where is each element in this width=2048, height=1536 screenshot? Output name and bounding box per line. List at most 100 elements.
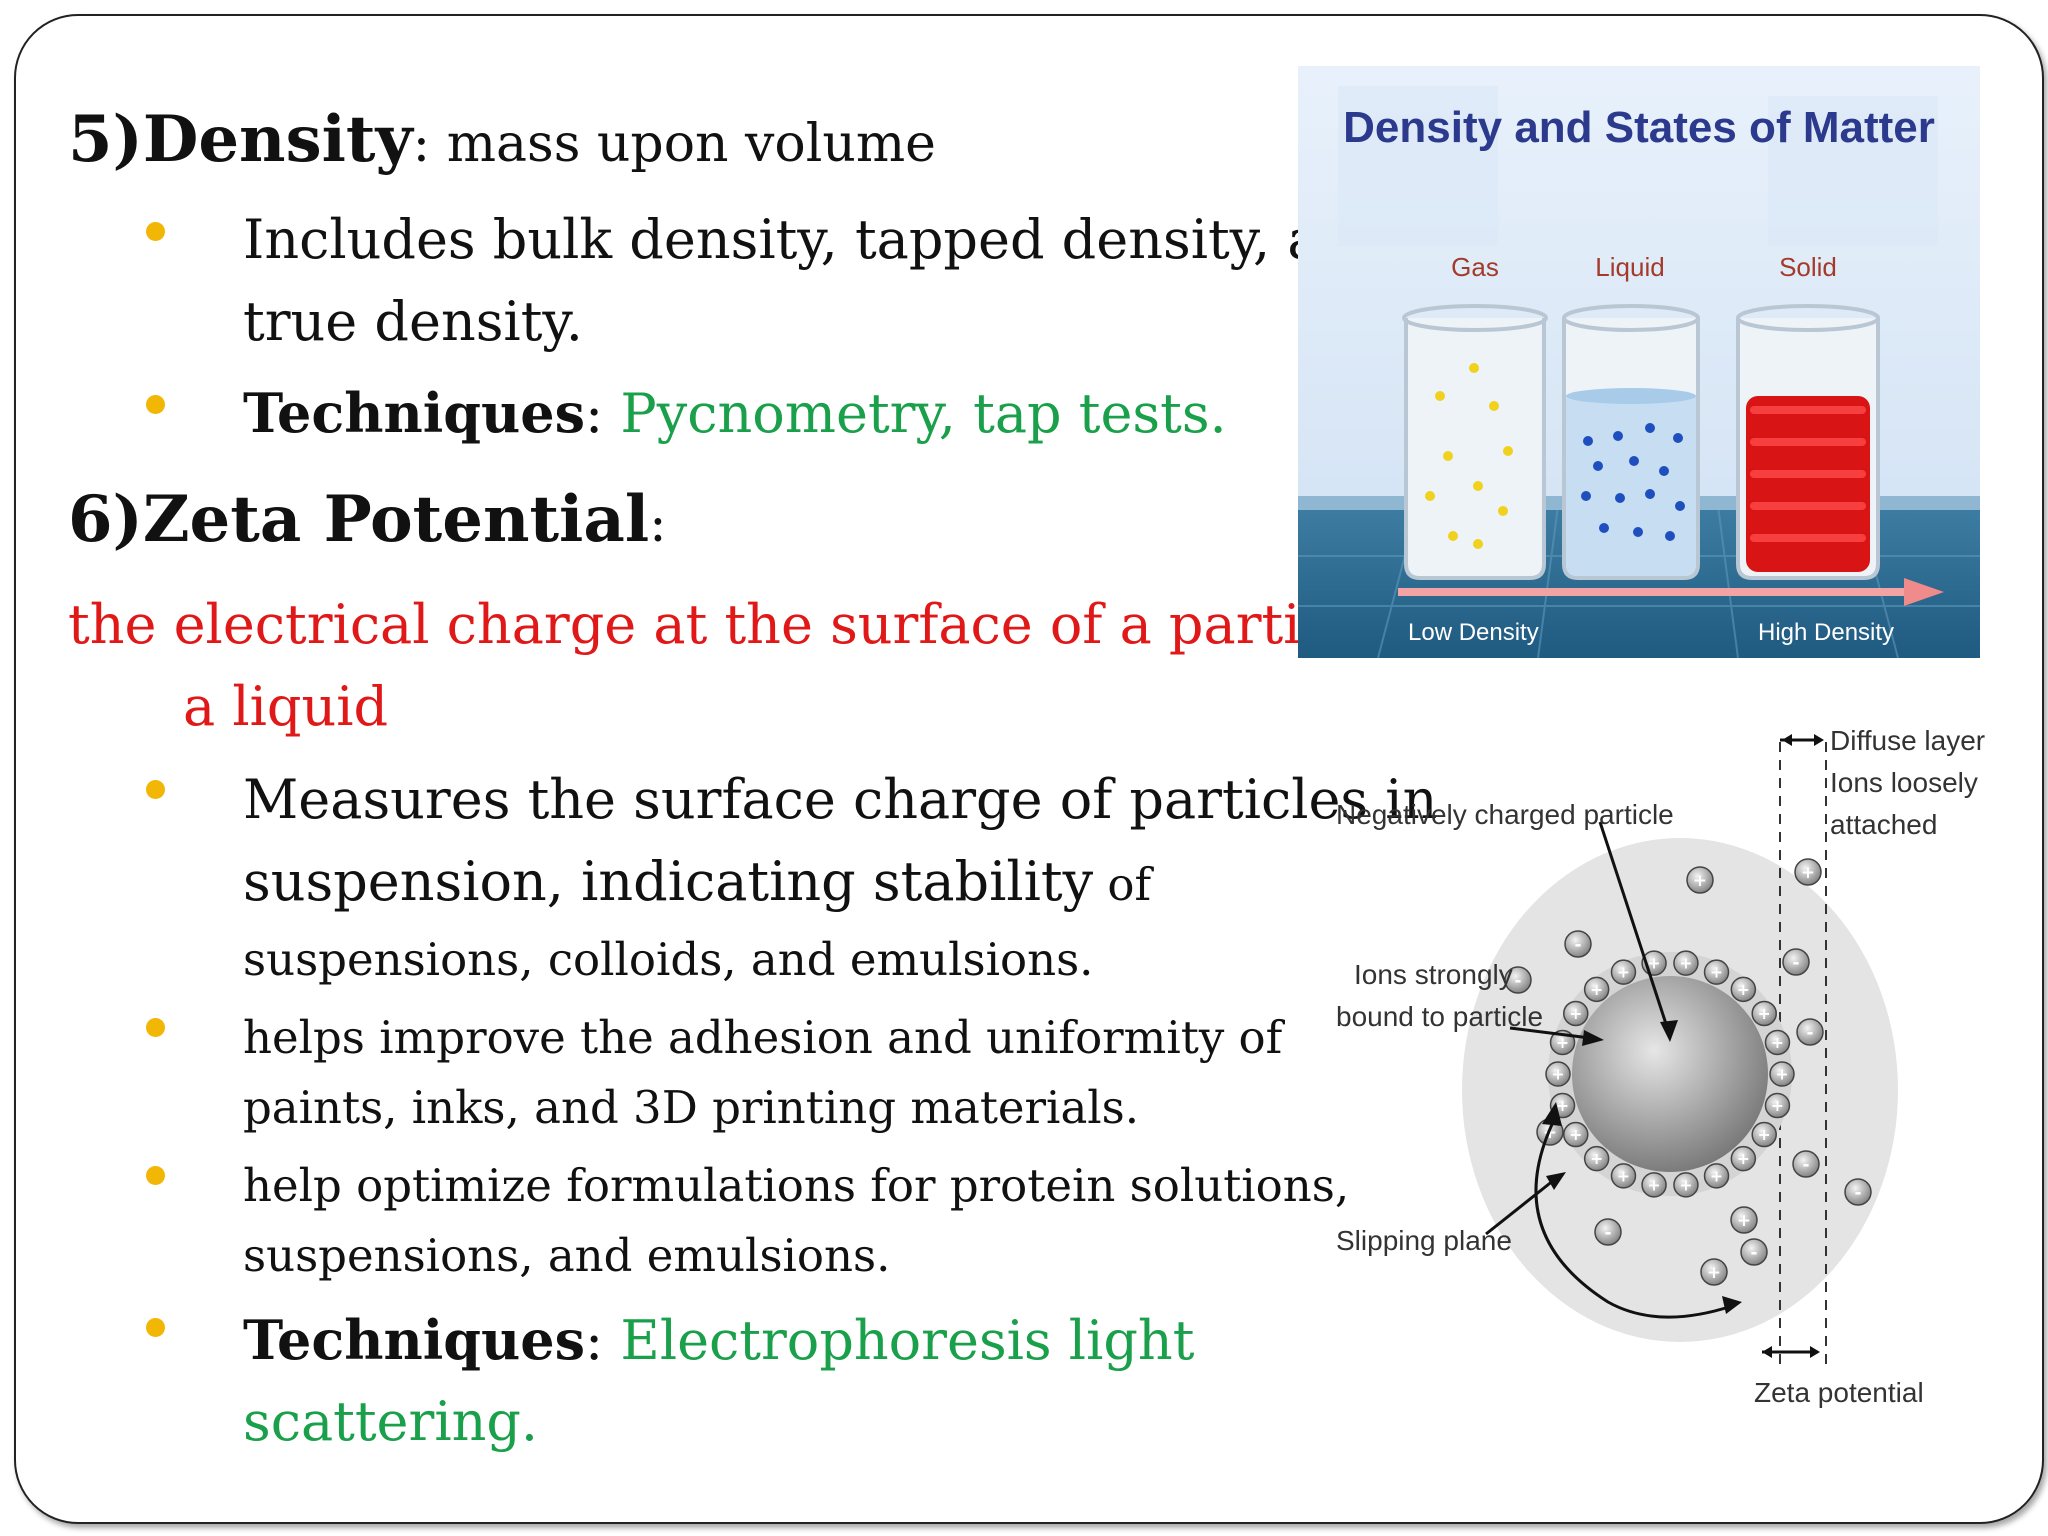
density-heading-definition: : mass upon volume <box>412 114 936 174</box>
positive-ion: + <box>1545 1061 1571 1087</box>
svg-text:-: - <box>1802 1154 1809 1174</box>
negative-ion: - <box>1594 1218 1622 1246</box>
zeta-techniques-colon: : <box>585 1309 621 1372</box>
solid-label: Solid <box>1779 252 1837 282</box>
positive-ion: + <box>1563 1000 1589 1027</box>
negative-ion: - <box>1564 930 1592 958</box>
positive-ion: + <box>1583 976 1610 1003</box>
label-ions-loosely: Ions loosely <box>1830 767 1978 798</box>
svg-text:+: + <box>1590 1150 1603 1168</box>
zeta-potential-diagram: ++++++++++++++++++++++ +--+--+----++ Neg… <box>1336 725 1985 1408</box>
svg-text:+: + <box>1569 1126 1582 1144</box>
density-heading-title: 5)Density <box>68 102 413 177</box>
svg-text:+: + <box>1710 964 1723 982</box>
negative-ion: - <box>1504 966 1532 994</box>
svg-text:+: + <box>1758 1005 1771 1023</box>
negative-ion: - <box>1796 1018 1824 1046</box>
zeta-definition-line1: the electrical charge at the surface of … <box>68 593 1450 656</box>
svg-text:-: - <box>1574 934 1581 954</box>
positive-ion: + <box>1563 1121 1589 1148</box>
positive-ion: + <box>1751 1121 1777 1148</box>
positive-ion: + <box>1641 950 1667 976</box>
svg-text:-: - <box>1514 970 1521 990</box>
label-negatively-charged: Negatively charged particle <box>1336 799 1674 830</box>
svg-text:+: + <box>1679 955 1692 973</box>
positive-ion: + <box>1730 976 1757 1003</box>
zeta-bullet3-line2: suspensions, and emulsions. <box>243 1229 891 1282</box>
positive-ion: + <box>1794 858 1822 886</box>
positive-ion: + <box>1610 959 1637 985</box>
svg-text:+: + <box>1556 1034 1569 1052</box>
density-states-image: Density and States of Matter Gas Liquid … <box>1298 66 1980 658</box>
zeta-heading: 6)Zeta Potential: <box>68 488 667 552</box>
negative-ion: - <box>1740 1238 1768 1266</box>
svg-text:-: - <box>1806 1022 1813 1042</box>
label-attached: attached <box>1830 809 1937 840</box>
svg-text:-: - <box>1604 1222 1611 1242</box>
svg-text:-: - <box>1854 1182 1861 1202</box>
negative-ion: - <box>1782 948 1810 976</box>
zeta-bullet1-line3: suspensions, colloids, and emulsions. <box>243 933 1094 986</box>
positive-ion: + <box>1673 950 1699 976</box>
positive-ion: + <box>1703 959 1730 985</box>
zeta-bullet1-line2: suspension, indicating stability of <box>243 855 1151 909</box>
liquid-label: Liquid <box>1595 252 1664 282</box>
bullet-dot <box>146 1318 165 1337</box>
positive-ion: + <box>1730 1145 1757 1172</box>
zeta-heading-colon: : <box>649 494 667 554</box>
pointer-ions-strongly <box>1509 1026 1591 1040</box>
zeta-definition-line2: a liquid <box>183 675 389 738</box>
zeta-bullet2-line1: helps improve the adhesion and uniformit… <box>243 1011 1283 1064</box>
label-diffuse-layer: Diffuse layer <box>1830 725 1985 756</box>
positive-ion: + <box>1751 1000 1777 1027</box>
high-density-label: High Density <box>1758 619 1894 646</box>
svg-text:+: + <box>1707 1262 1721 1282</box>
bullet-dot <box>146 1166 165 1185</box>
positive-ion: + <box>1730 1206 1758 1234</box>
svg-text:+: + <box>1556 1097 1569 1115</box>
positive-ion: + <box>1764 1029 1791 1056</box>
svg-text:+: + <box>1801 862 1815 882</box>
bullet-dot <box>146 1018 165 1037</box>
svg-text:+: + <box>1737 1210 1751 1230</box>
label-ions-strongly-1: Ions strongly <box>1354 959 1513 990</box>
positive-ion: + <box>1700 1258 1728 1286</box>
density-bullet1-line1: Includes bulk density, tapped density, a… <box>243 208 1389 271</box>
svg-text:+: + <box>1758 1126 1771 1144</box>
pointer-slipping-plane <box>1485 1178 1555 1236</box>
zeta-techniques-value-line1: Electrophoresis light <box>620 1309 1195 1372</box>
svg-text:+: + <box>1775 1065 1788 1083</box>
bound-ions: ++++++++++++++++++++++ <box>1545 950 1795 1198</box>
gas-label: Gas <box>1451 252 1499 282</box>
svg-text:-: - <box>1792 952 1799 972</box>
svg-text:+: + <box>1569 1005 1582 1023</box>
svg-text:+: + <box>1710 1167 1723 1185</box>
negative-ion: - <box>1844 1178 1872 1206</box>
bullet-dot <box>146 222 165 241</box>
svg-text:+: + <box>1771 1097 1784 1115</box>
slipping-plane-curve <box>1534 1115 1733 1319</box>
zeta-bullet2-line2: paints, inks, and 3D printing materials. <box>243 1081 1140 1134</box>
positive-ion: + <box>1610 1163 1637 1189</box>
solid-beaker <box>1736 304 1880 580</box>
zeta-techniques-label: Techniques <box>243 1308 586 1372</box>
positive-ion: + <box>1673 1172 1699 1198</box>
pointer-negative-particle <box>1598 821 1670 1031</box>
svg-text:+: + <box>1648 955 1661 973</box>
svg-text:+: + <box>1771 1034 1784 1052</box>
positive-ion: + <box>1641 1172 1667 1198</box>
label-ions-strongly-2: bound to particle <box>1336 1001 1543 1032</box>
zeta-techniques-value-line2: scattering. <box>243 1390 539 1453</box>
svg-text:+: + <box>1737 1150 1750 1168</box>
zeta-bullet1-line1: Measures the surface charge of particles… <box>243 768 1438 831</box>
positive-ion: + <box>1769 1061 1795 1087</box>
bullet-dot <box>146 395 165 414</box>
density-heading: 5)Density: mass upon volume <box>68 108 936 172</box>
positive-ion: + <box>1583 1145 1610 1172</box>
gas-beaker <box>1402 304 1548 580</box>
svg-text:+: + <box>1617 1167 1630 1185</box>
svg-text:+: + <box>1737 981 1750 999</box>
zeta-techniques: Techniques: Electrophoresis light <box>243 1313 1194 1368</box>
svg-text:-: - <box>1750 1242 1757 1262</box>
low-density-label: Low Density <box>1408 619 1539 646</box>
